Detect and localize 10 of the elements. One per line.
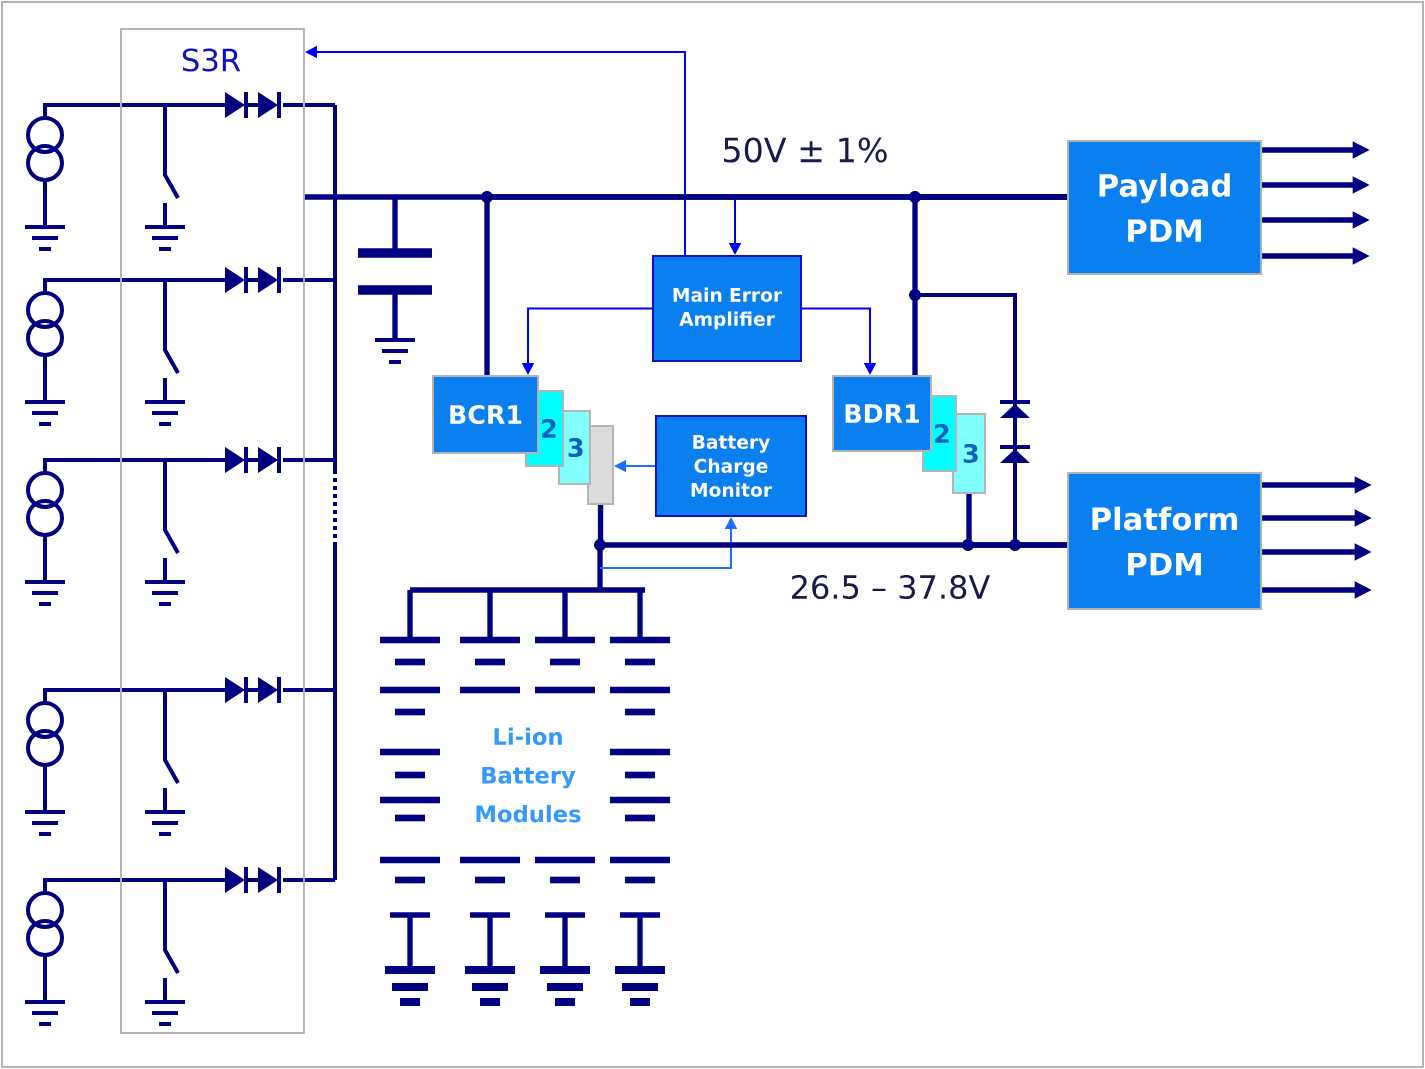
battery-label: Li-ion Battery Modules [476,727,581,823]
voltage-label: 26.5 – 37.8V [792,574,991,600]
amplifier-box: Main Error Amplifier [652,255,802,363]
distribution-box: Platform PDM [1067,472,1263,610]
monitor-box: Battery Charge Monitor [655,415,807,517]
voltage-label: 50V ± 1% [723,137,887,163]
converter-box: BCR1 [432,375,540,455]
stacked-card: 3 [952,413,986,494]
distribution-box: Payload PDM [1067,140,1263,276]
converter-box: BDR1 [832,375,932,452]
